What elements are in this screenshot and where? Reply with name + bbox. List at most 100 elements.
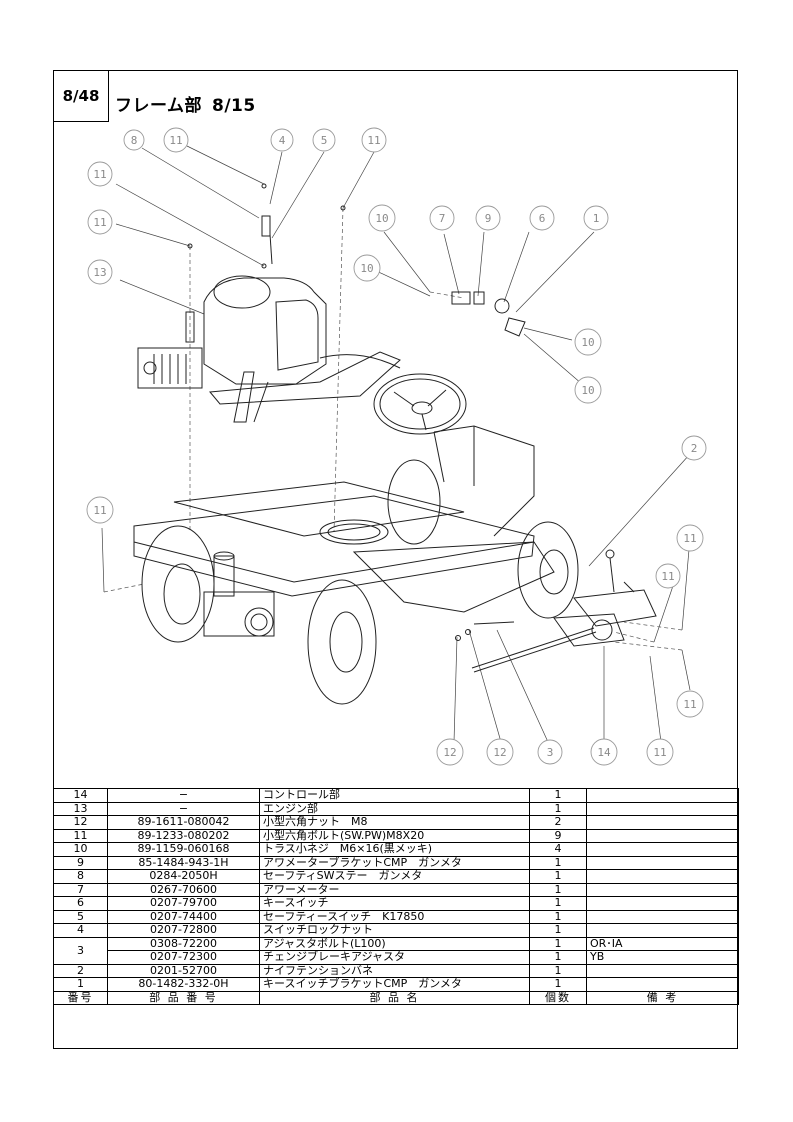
callout-number: 8 [131, 134, 138, 147]
callout: 3 [537, 739, 563, 765]
callout-number: 11 [683, 698, 696, 711]
callout-number: 11 [653, 746, 666, 759]
callout: 12 [436, 738, 464, 766]
table-cell: 89-1233-080202 [107, 828, 260, 843]
table-cell: 1 [529, 963, 587, 978]
callout: 11 [87, 209, 113, 235]
table-cell: − [107, 801, 260, 816]
callout-number: 7 [439, 212, 446, 225]
table-cell: 4 [529, 842, 587, 857]
table-cell [586, 842, 739, 857]
table-cell: 85-1484-943-1H [107, 855, 260, 870]
table-cell [586, 788, 739, 803]
table-cell: 12 [53, 815, 108, 830]
table-cell: 1 [529, 869, 587, 884]
callout: 11 [676, 524, 704, 552]
small-parts [187, 183, 526, 337]
callout-number: 12 [443, 746, 456, 759]
table-cell: チェンジブレーキアジャスタ [259, 950, 530, 965]
exploded-parts-diagram: 8 11 4 5 11 11 11 10 7 9 6 1 10 10 10 13… [86, 127, 707, 766]
section-title: フレーム部 [115, 96, 202, 116]
table-cell: ナイフテンションバネ [259, 963, 530, 978]
table-cell: アワメーターブラケットCMP ガンメタ [259, 855, 530, 870]
table-cell: 9 [53, 855, 108, 870]
table-cell: 1 [529, 855, 587, 870]
callout: 11 [655, 563, 681, 589]
table-cell: 0207-72800 [107, 923, 260, 938]
table-cell: 3 [53, 936, 108, 965]
callout: 8 [123, 129, 145, 151]
table-cell: 1 [529, 923, 587, 938]
steering-wheel [373, 373, 467, 483]
table-cell [586, 882, 739, 897]
header-part-name: 部 品 名 [259, 990, 530, 1005]
callout: 5 [312, 128, 336, 152]
table-cell: 5 [53, 909, 108, 924]
table-cell: 0308-72200 [107, 936, 260, 951]
callout-number: 4 [279, 134, 286, 147]
header-no: 番号 [53, 990, 108, 1005]
callout-number: 10 [581, 336, 594, 349]
table-cell: 0207-72300 [107, 950, 260, 965]
callout: 6 [529, 205, 555, 231]
table-cell: 2 [529, 815, 587, 830]
table-cell: スイッチロックナット [259, 923, 530, 938]
page-frame [53, 70, 738, 1049]
table-cell: セーフティースイッチ K17850 [259, 909, 530, 924]
callout-number: 10 [581, 384, 594, 397]
table-cell [586, 977, 739, 992]
table-cell: 1 [529, 936, 587, 951]
callout: 13 [87, 259, 113, 285]
table-cell: 0267-70600 [107, 882, 260, 897]
callout: 11 [163, 127, 189, 153]
main-frame [133, 371, 555, 637]
callout-number: 12 [493, 746, 506, 759]
callout: 11 [676, 690, 704, 718]
table-cell: 0207-79700 [107, 896, 260, 911]
callout: 14 [590, 738, 618, 766]
table-cell: 6 [53, 896, 108, 911]
table-cell [586, 855, 739, 870]
table-cell: コントロール部 [259, 788, 530, 803]
callout: 10 [368, 204, 396, 232]
section-page-number: 8/15 [212, 96, 256, 116]
table-cell [586, 828, 739, 843]
leader-lines [101, 145, 691, 743]
callout: 1 [583, 205, 609, 231]
table-cell: キースイッチブラケットCMP ガンメタ [259, 977, 530, 992]
table-cell: OR･IA [586, 936, 739, 951]
callout-number: 11 [93, 504, 106, 517]
callout-number: 1 [593, 212, 600, 225]
table-cell: 小型六角ナット M8 [259, 815, 530, 830]
callout: 11 [361, 127, 387, 153]
callout-number: 14 [597, 746, 611, 759]
table-cell: 7 [53, 882, 108, 897]
wheels [141, 459, 579, 705]
table-cell: 89-1611-080042 [107, 815, 260, 830]
callout-number: 11 [683, 532, 696, 545]
table-cell: 8 [53, 869, 108, 884]
assembly-lines [103, 207, 683, 651]
table-cell [586, 963, 739, 978]
callouts: 8 11 4 5 11 11 11 10 7 9 6 1 10 10 10 13… [86, 127, 707, 766]
callout: 9 [475, 205, 501, 231]
callout: 4 [270, 128, 294, 152]
table-cell: セーフティSWステー ガンメタ [259, 869, 530, 884]
table-cell: 4 [53, 923, 108, 938]
page-title: フレーム部 8/15 [115, 91, 256, 116]
table-cell: トラス小ネジ M6×16(黒メッキ) [259, 842, 530, 857]
callout: 11 [87, 161, 113, 187]
table-cell: 80-1482-332-0H [107, 977, 260, 992]
table-cell: アジャスタボルト(L100) [259, 936, 530, 951]
callout-number: 3 [547, 746, 554, 759]
